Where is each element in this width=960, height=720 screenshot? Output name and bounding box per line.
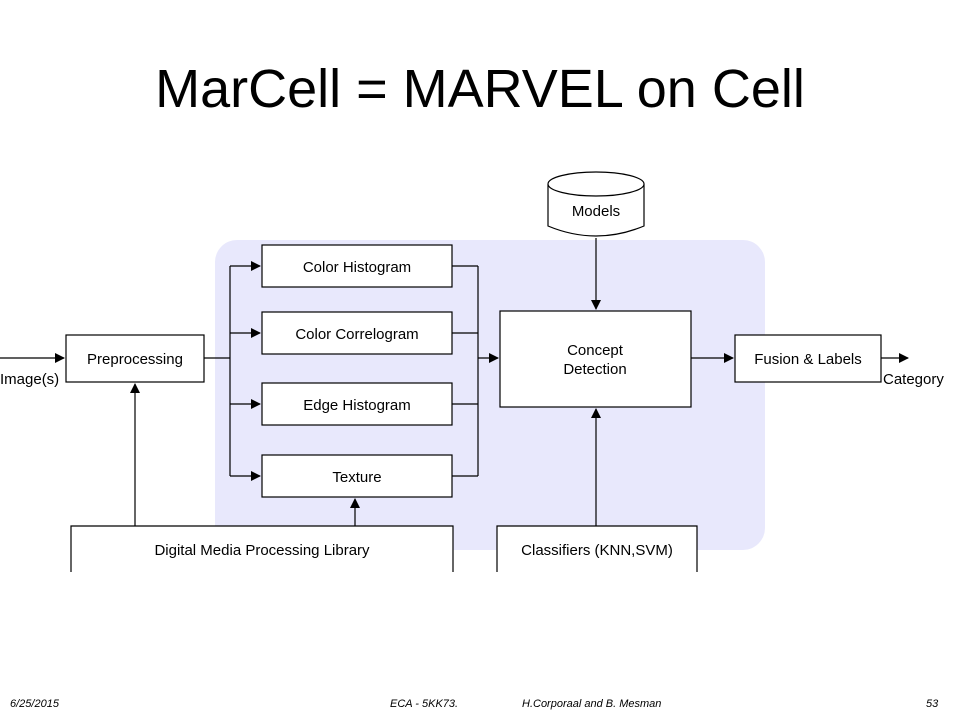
feature-label: Color Histogram [303, 259, 411, 276]
feature-label: Texture [332, 469, 381, 486]
feature-box-edge-histogram: Edge Histogram [261, 382, 453, 426]
concept-detection-box: Concept Detection [499, 310, 692, 408]
classifiers-label: Classifiers (KNN,SVM) [521, 542, 673, 559]
classifiers-box: Classifiers (KNN,SVM) [496, 525, 698, 572]
models-label: Models [572, 203, 620, 220]
fusion-labels-label: Fusion & Labels [754, 351, 862, 368]
concept-detection-line1: Concept [567, 342, 624, 359]
footer-page-number: 53 [926, 698, 939, 710]
library-label: Digital Media Processing Library [154, 542, 370, 559]
connectors [0, 238, 909, 526]
output-label: Category [883, 371, 944, 388]
fusion-labels-box: Fusion & Labels [734, 334, 882, 383]
feature-label: Edge Histogram [303, 397, 411, 414]
feature-box-color-correlogram: Color Correlogram [261, 311, 453, 355]
preprocessing-label: Preprocessing [87, 351, 183, 368]
slide-title: MarCell = MARVEL on Cell [155, 59, 805, 119]
preprocessing-box: Preprocessing [65, 334, 205, 383]
footer-authors: H.Corporaal and B. Mesman [522, 698, 662, 710]
footer-course: ECA - 5KK73. [390, 698, 459, 710]
feature-box-color-histogram: Color Histogram [261, 244, 453, 288]
feature-box-texture: Texture [261, 454, 453, 498]
concept-detection-line2: Detection [563, 361, 626, 378]
footer-date: 6/25/2015 [10, 698, 59, 710]
feature-label: Color Correlogram [295, 326, 418, 343]
input-label: Image(s) [0, 371, 59, 388]
models-store: Models [547, 171, 645, 237]
library-box: Digital Media Processing Library [70, 525, 454, 572]
